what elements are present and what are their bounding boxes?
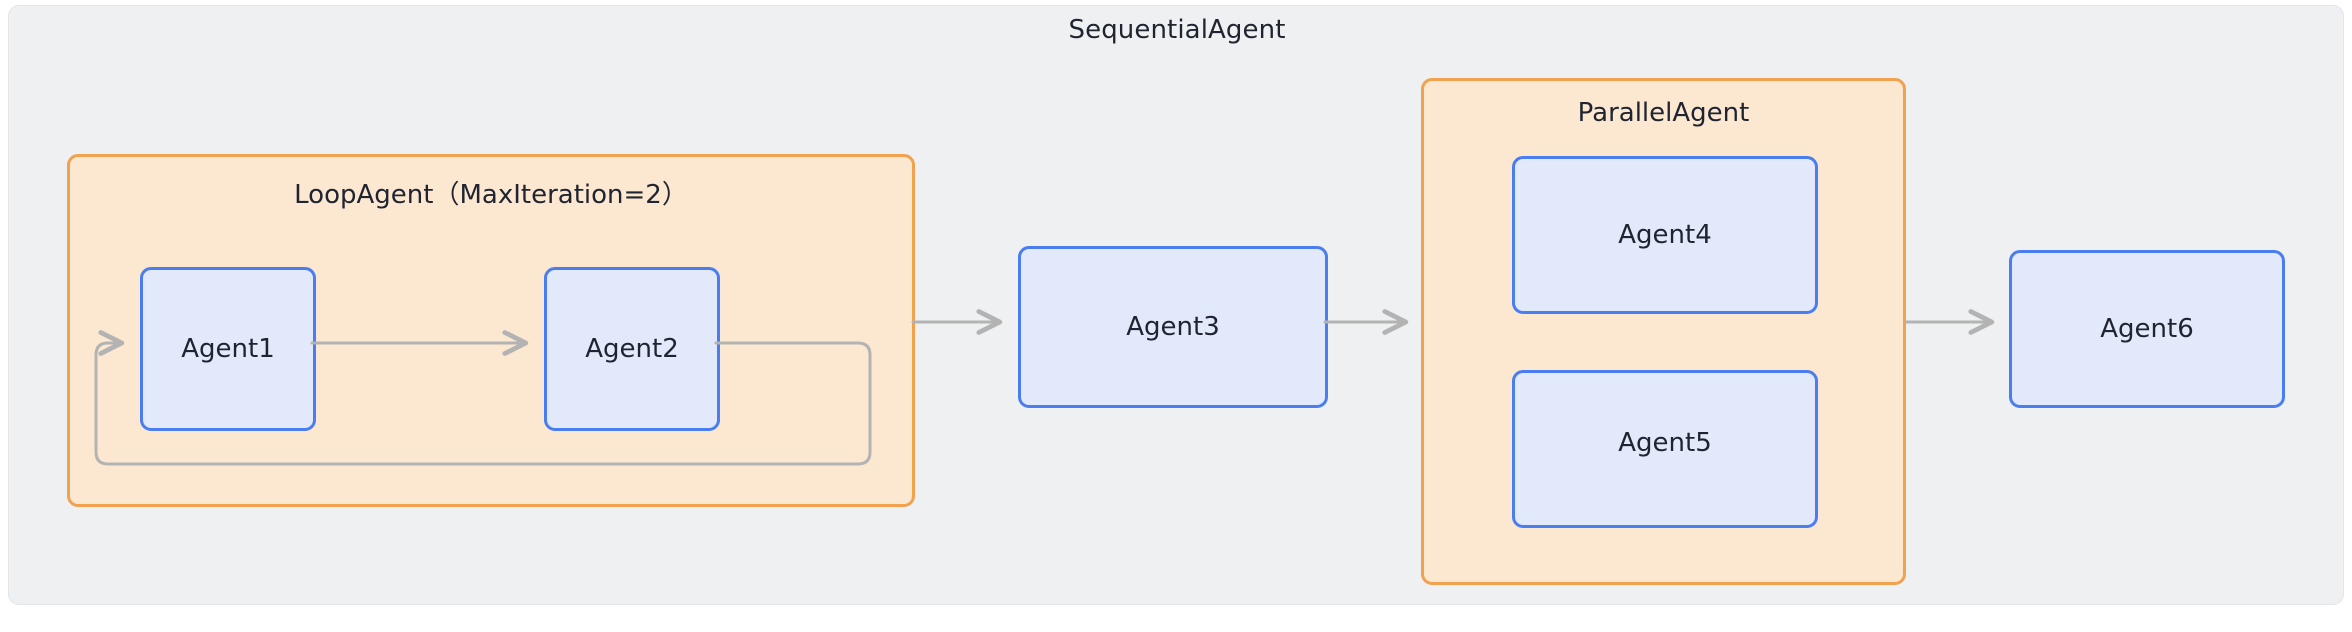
- node-agent2-label: Agent2: [585, 334, 679, 364]
- node-agent4-label: Agent4: [1618, 220, 1712, 250]
- node-agent3-label: Agent3: [1126, 312, 1220, 342]
- node-agent4[interactable]: Agent4: [1512, 156, 1818, 314]
- node-agent3[interactable]: Agent3: [1018, 246, 1328, 408]
- node-agent2[interactable]: Agent2: [544, 267, 720, 431]
- node-agent1-label: Agent1: [181, 334, 275, 364]
- loop-agent-title: LoopAgent（MaxIteration=2）: [294, 180, 688, 210]
- node-agent1[interactable]: Agent1: [140, 267, 316, 431]
- node-agent6[interactable]: Agent6: [2009, 250, 2285, 408]
- parallel-agent-title: ParallelAgent: [1577, 98, 1750, 128]
- sequential-agent-title: SequentialAgent: [1068, 15, 1286, 45]
- node-agent6-label: Agent6: [2100, 314, 2194, 344]
- sequential-agent-container[interactable]: SequentialAgent LoopAgent（MaxIteration=2…: [8, 5, 2344, 605]
- node-agent5[interactable]: Agent5: [1512, 370, 1818, 528]
- node-agent5-label: Agent5: [1618, 428, 1712, 458]
